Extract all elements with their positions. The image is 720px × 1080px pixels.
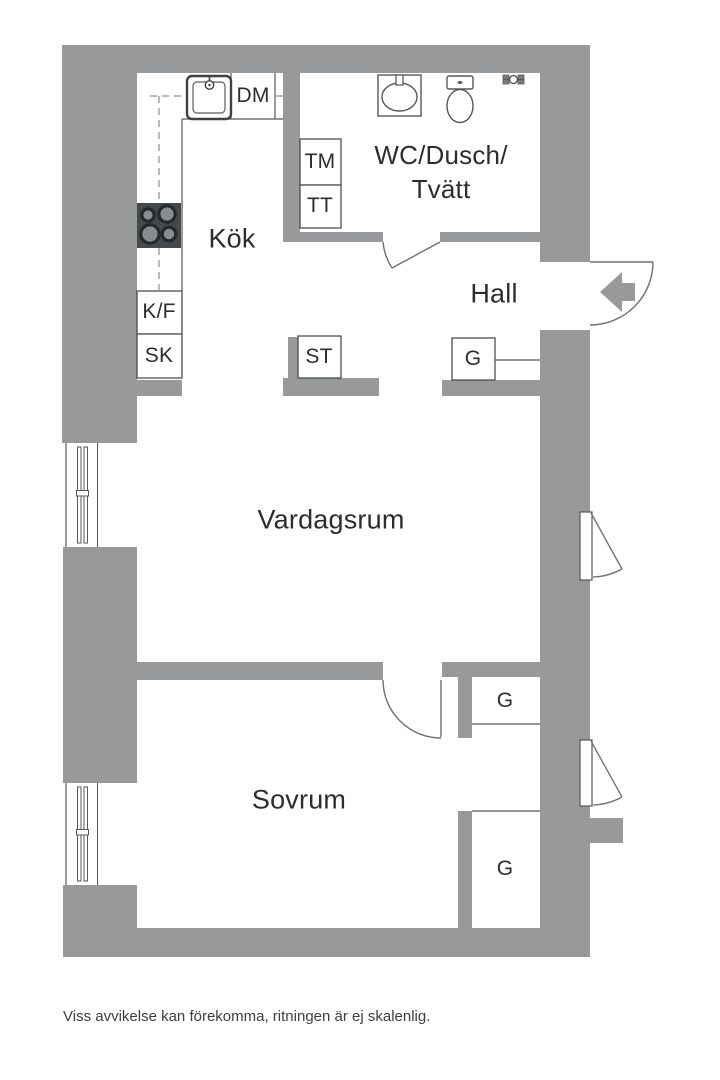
wall-wc-divider [283, 73, 300, 232]
wall-left-upper [62, 73, 137, 443]
disclaimer-text: Viss avvikelse kan förekomma, ritningen … [63, 1008, 431, 1025]
room-label-bathroom-line1: WC/Dusch/ [374, 140, 508, 170]
fixtures [137, 74, 525, 248]
doors [382, 241, 654, 739]
wall-st-bar [283, 378, 379, 396]
walls [62, 45, 623, 957]
room-label-kitchen: Kök [208, 223, 256, 254]
unit-label-cleaning-closet: ST [305, 345, 333, 368]
wall-wc-bottom-west [283, 232, 383, 242]
room-label-hall: Hall [470, 278, 518, 309]
room-label-bathroom: WC/Dusch/ Tvätt [374, 138, 507, 206]
wall-left-mid [63, 546, 137, 783]
unit-label-dishwasher: DM [236, 84, 270, 107]
entrance-arrow-icon [600, 272, 635, 312]
washbasin-icon [377, 74, 422, 117]
stove-icon [137, 203, 181, 248]
wall-top [62, 45, 590, 73]
wall-right-upper [540, 45, 590, 262]
room-label-bathroom-line2: Tvätt [411, 174, 471, 204]
unit-label-wardrobe-bedroom-upper: G [496, 689, 514, 712]
wall-bedroom-divider-east [442, 662, 540, 677]
window-living-room [63, 443, 137, 547]
door-bathroom [382, 241, 441, 269]
wall-bottom [63, 928, 590, 957]
wall-wc-bottom-east [440, 232, 540, 242]
kitchen-sink-icon [185, 74, 233, 121]
window-living-room-right [579, 511, 623, 581]
cupboard-box [136, 333, 183, 379]
windows [63, 443, 623, 885]
wall-left-lower [63, 885, 137, 928]
hall-wardrobe-box [451, 337, 496, 381]
cleaning-closet-box [297, 335, 342, 379]
window-bedroom [63, 783, 137, 885]
kitchen-dashed-lines [150, 95, 283, 291]
wall-kitchen-bar [135, 380, 182, 396]
washing-machine-box [299, 138, 342, 186]
wall-st-vertical [288, 337, 298, 380]
shower-mixer-icon [502, 74, 525, 85]
unit-label-fridge-freezer: K/F [142, 300, 176, 323]
unit-label-wardrobe-bedroom-lower: G [496, 857, 514, 880]
room-label-living-room: Vardagsrum [257, 504, 405, 535]
unit-label-washing-machine: TM [304, 150, 336, 173]
fridge-freezer-box [136, 290, 183, 335]
wall-right-protrusion [588, 818, 623, 843]
dryer-box [299, 184, 342, 229]
unit-label-dryer: TT [306, 194, 334, 217]
wall-wardrobe-stub-lower [458, 811, 472, 928]
cabinetry [136, 73, 540, 812]
window-bedroom-right [579, 739, 623, 807]
door-bedroom [382, 679, 442, 739]
unit-label-wardrobe-hall: G [464, 347, 482, 370]
wall-wardrobe-stub-upper [458, 677, 472, 738]
wall-right-mid [540, 330, 590, 680]
wall-hall-bar [442, 380, 540, 396]
toilet-icon [446, 75, 474, 124]
room-label-bedroom: Sovrum [251, 784, 347, 815]
door-entrance [589, 261, 654, 326]
wall-bedroom-divider-west [137, 662, 383, 680]
unit-label-cupboard: SK [144, 344, 174, 367]
